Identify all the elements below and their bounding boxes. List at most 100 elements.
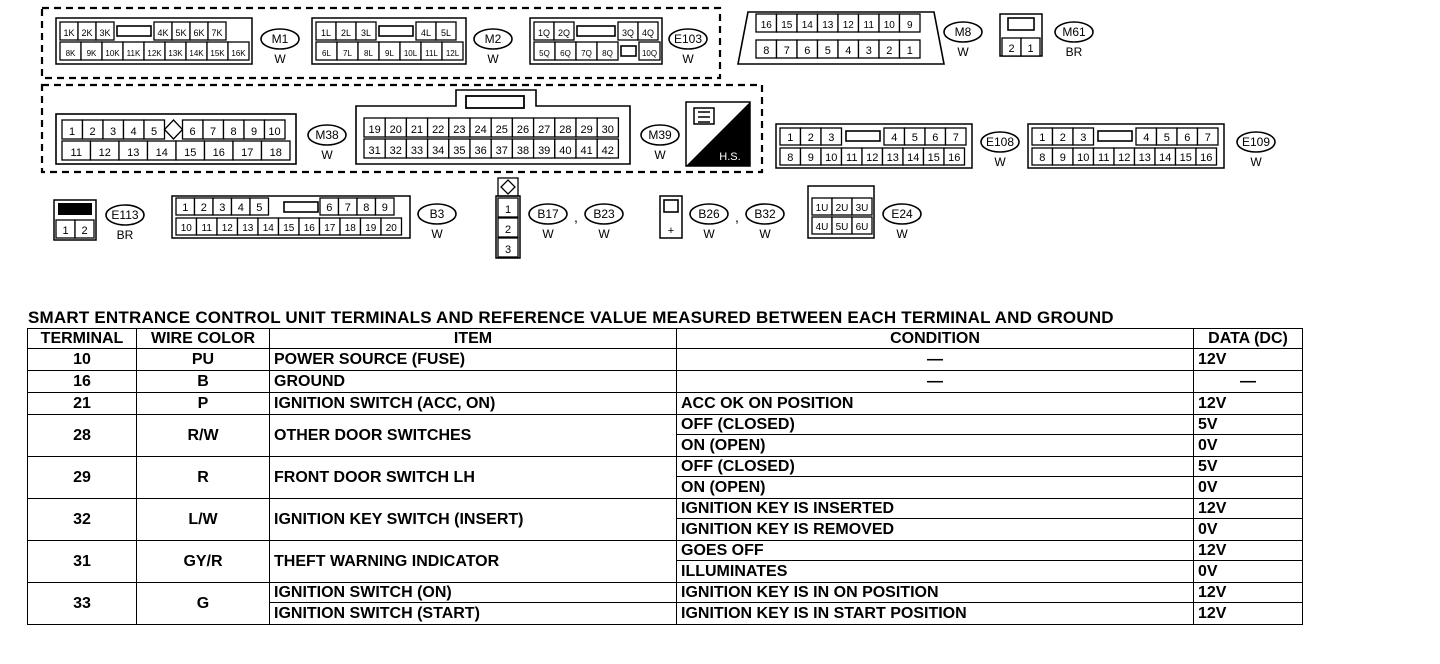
connector-id-oval: [668, 28, 708, 50]
terminal-cell: [637, 21, 659, 41]
connector-id-oval: [745, 203, 785, 225]
key-slot: [465, 95, 525, 109]
wire-color-cell: PU: [136, 348, 270, 371]
terminal-number: 29: [580, 124, 592, 136]
terminal-number: 13: [887, 152, 899, 164]
condition-cell: IGNITION KEY IS IN START POSITION: [676, 602, 1194, 625]
wire-color-code: BR: [1066, 45, 1083, 59]
connector-id: M38: [315, 128, 339, 142]
terminal-number: 12: [99, 147, 111, 159]
terminal-number: 10: [825, 152, 837, 164]
connector-id: M39: [648, 128, 672, 142]
terminal-number: 9: [907, 20, 913, 31]
wire-color-cell: R/W: [136, 414, 270, 457]
key-slot: [283, 201, 319, 213]
terminal-number: 16: [213, 147, 225, 159]
terminal-cell: [260, 140, 291, 161]
terminal-number: 14: [907, 152, 919, 164]
terminal-number: 27: [538, 124, 550, 136]
terminal-number: 4: [130, 126, 136, 138]
terminal-number: 11K: [127, 49, 141, 58]
connector-id: E103: [674, 32, 702, 46]
terminal-cell: 16: [27, 370, 137, 393]
connector-id: M8: [955, 25, 972, 39]
terminal-number: 33: [411, 145, 423, 157]
terminal-number: 9K: [87, 49, 97, 58]
wire-color-cell: P: [136, 392, 270, 415]
terminal-cell: 33: [27, 582, 137, 625]
terminal-number: 5: [825, 45, 831, 57]
condition-cell: IGNITION KEY IS IN ON POSITION: [676, 582, 1194, 603]
item-cell: FRONT DOOR SWITCH LH: [269, 456, 677, 499]
terminal-number: 6: [932, 132, 938, 144]
data-cell: —: [1193, 370, 1303, 393]
terminal-number: 6U: [856, 222, 869, 233]
terminal-number: 23: [453, 124, 465, 136]
connector-id-oval: [1236, 131, 1276, 153]
terminal-number: 42: [602, 145, 614, 157]
terminal-cell: 28: [27, 414, 137, 457]
terminal-number: 2L: [341, 28, 351, 38]
connector-id-oval: [689, 203, 729, 225]
dashed-group-frame: [40, 83, 764, 174]
terminal-number: 3: [1080, 132, 1086, 144]
terminal-number: 35: [453, 145, 465, 157]
terminal-number: 18: [345, 223, 357, 234]
terminal-number: 1Q: [538, 28, 550, 38]
terminal-number: 5: [151, 126, 157, 138]
key-slot: [620, 45, 637, 57]
connector-id: B17: [537, 207, 559, 221]
connector-id-oval: [473, 28, 513, 50]
terminal-number: 13: [242, 223, 254, 234]
terminal-number: 12: [222, 223, 234, 234]
terminal-cell: [374, 197, 395, 216]
terminal-number: 8Q: [602, 49, 613, 58]
terminal-number: 1: [907, 45, 913, 57]
terminal-number: 3U: [856, 203, 869, 214]
key-block: [58, 203, 92, 215]
terminal-number: 13: [127, 147, 139, 159]
terminal-cell: [638, 41, 661, 61]
wire-color-code: W: [274, 52, 286, 66]
terminal-number: 1: [62, 225, 68, 237]
wire-color-code: W: [957, 45, 969, 59]
terminal-number: 1: [1027, 43, 1033, 55]
wire-color-code: W: [703, 227, 715, 241]
terminal-number: 13K: [168, 49, 183, 58]
terminal-cell: [74, 219, 95, 239]
terminal-number: 25: [496, 124, 508, 136]
terminal-cell: 21: [27, 392, 137, 415]
data-cell: 0V: [1193, 560, 1303, 583]
terminal-number: 9: [808, 152, 814, 164]
terminal-cell: 10: [27, 348, 137, 371]
terminal-cell: [898, 13, 921, 33]
terminal-cell: [1195, 147, 1218, 166]
terminal-cell: [355, 21, 377, 41]
key-slot: [845, 130, 881, 142]
terminal-cell: [596, 117, 620, 138]
connector-housing: [659, 195, 683, 239]
connector-id-oval: [417, 203, 457, 225]
connector-id-oval: [640, 124, 680, 146]
terminal-cell: [249, 197, 270, 216]
terminal-number: 38: [517, 145, 529, 157]
wire-color-cell: G: [136, 582, 270, 625]
terminal-number: 7: [210, 126, 216, 138]
terminal-number: 15: [781, 20, 793, 31]
connector-housing: [171, 195, 411, 239]
condition-cell: —: [676, 348, 1194, 371]
condition-cell: ON (OPEN): [676, 476, 1194, 499]
wire-color-code: W: [542, 227, 554, 241]
item-cell: GROUND: [269, 370, 677, 393]
item-cell: IGNITION SWITCH (ON): [269, 582, 677, 603]
connector-housing: [529, 17, 663, 65]
connector-housing: [311, 17, 467, 65]
wire-color-cell: B: [136, 370, 270, 393]
terminal-cell: [1196, 127, 1219, 146]
terminal-number: 9: [1060, 152, 1066, 164]
connector-housing: [53, 199, 97, 241]
terminal-number: 8: [763, 45, 769, 57]
wire-color-code: W: [487, 52, 499, 66]
wire-color-code: W: [431, 227, 443, 241]
